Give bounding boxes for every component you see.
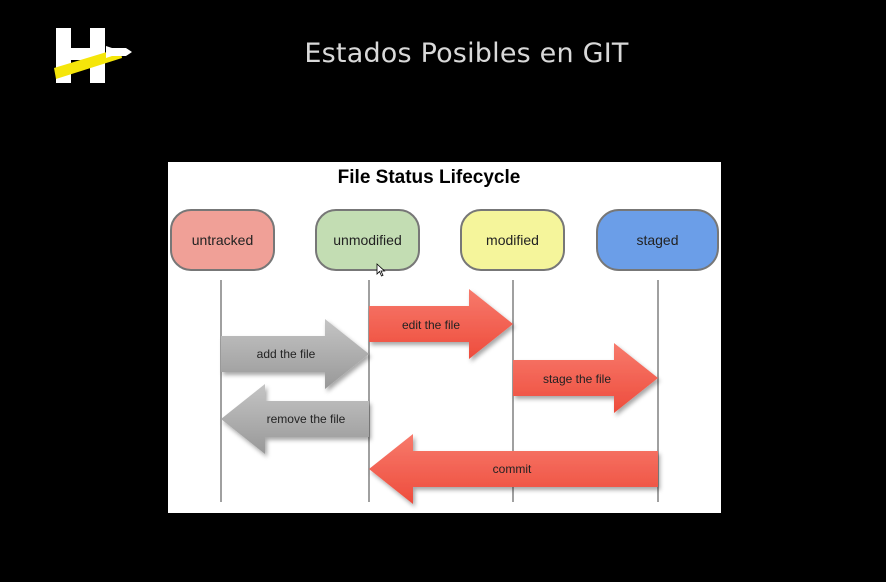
mouse-cursor-icon	[376, 263, 386, 277]
file-status-lifecycle-diagram: File Status Lifecycle untracked unmodifi…	[168, 162, 721, 513]
arrow-edit-the-file-label: edit the file	[402, 318, 460, 332]
state-untracked: untracked	[170, 209, 275, 271]
arrow-commit-label: commit	[493, 462, 532, 476]
state-modified-label: modified	[486, 232, 539, 248]
state-staged: staged	[596, 209, 719, 271]
arrow-commit: commit	[369, 434, 658, 504]
arrow-edit-the-file: edit the file	[369, 289, 513, 359]
state-staged-label: staged	[636, 232, 678, 248]
arrow-add-the-file: add the file	[221, 319, 369, 389]
state-untracked-label: untracked	[192, 232, 253, 248]
state-unmodified: unmodified	[315, 209, 420, 271]
arrow-add-the-file-label: add the file	[257, 347, 316, 361]
diagram-title: File Status Lifecycle	[338, 167, 521, 188]
arrow-remove-the-file-label: remove the file	[267, 412, 346, 426]
state-modified: modified	[460, 209, 565, 271]
diagram-canvas: File Status Lifecycle untracked unmodifi…	[170, 167, 719, 504]
arrow-stage-the-file-label: stage the file	[543, 372, 611, 386]
arrow-stage-the-file: stage the file	[513, 343, 658, 413]
slide-title: Estados Posibles en GIT	[304, 38, 629, 69]
h-rocket-logo-icon	[54, 28, 132, 83]
state-unmodified-label: unmodified	[333, 232, 402, 248]
arrow-remove-the-file: remove the file	[221, 384, 369, 454]
